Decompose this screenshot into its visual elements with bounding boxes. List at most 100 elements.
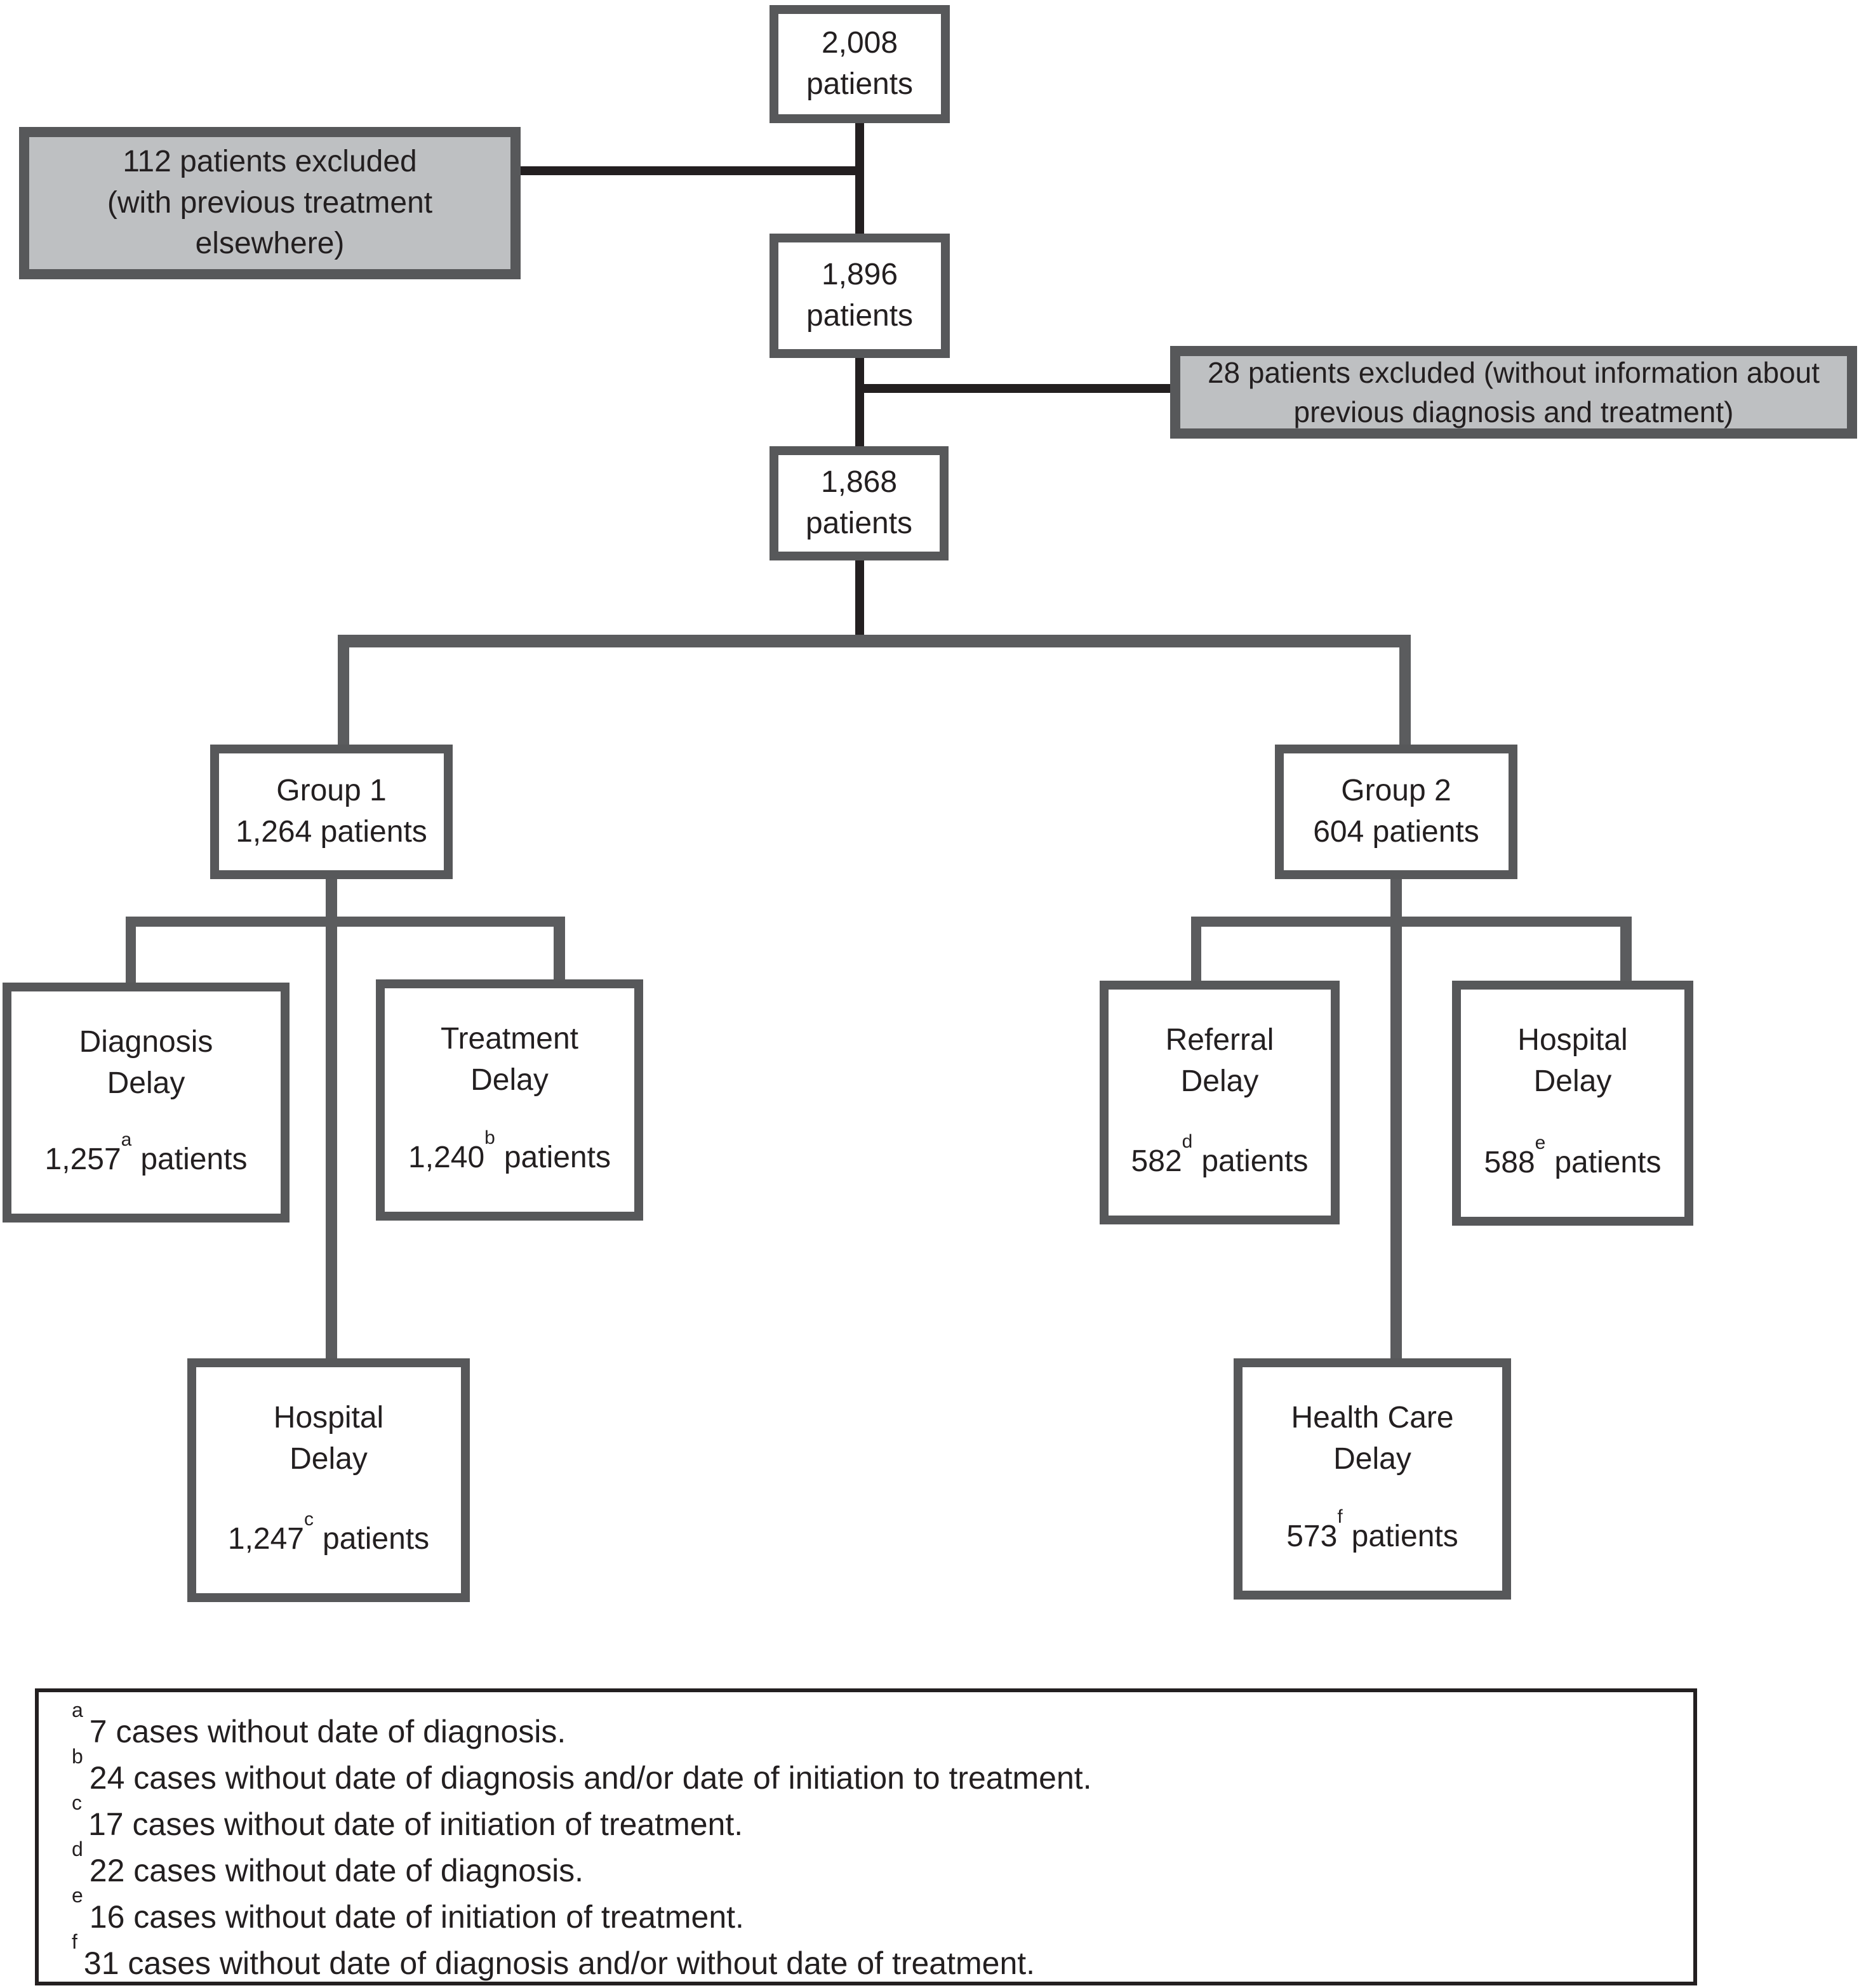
footnote-ref: b (484, 1127, 495, 1149)
box-line: Delay (290, 1441, 368, 1476)
box-total-patients: 2,008 patients (770, 5, 950, 123)
box-excluded-no-information: 28 patients excluded (without informatio… (1170, 346, 1857, 439)
box-line: 112 patients excluded (123, 144, 417, 178)
connector-excluded-right (860, 384, 1172, 393)
patient-count: 573f patients (1286, 1508, 1458, 1558)
count-value: 588 (1484, 1146, 1535, 1180)
patient-count: 1,257a patients (44, 1130, 248, 1181)
box-1868-patients: 1,868 patients (770, 446, 949, 560)
box-line: 1,264 patients (236, 815, 427, 849)
connector-excluded-left (519, 166, 862, 175)
connector-to-hospital-delay-group2 (1620, 917, 1632, 986)
box-title: Diagnosis Delay (79, 1022, 213, 1104)
box-hospital-delay-group1: Hospital Delay 1,247c patients (187, 1358, 470, 1602)
box-line: Delay (107, 1066, 185, 1100)
box-line: Delay (470, 1063, 549, 1097)
connector-1868-to-split (855, 557, 864, 645)
patient-count: 1,240b patients (408, 1129, 611, 1179)
connector-split-to-group2 (1399, 635, 1411, 748)
connector-main-split-bar (338, 635, 1411, 647)
count-value: 582 (1131, 1144, 1182, 1179)
connector-group1-branch-bar (126, 917, 565, 927)
count-suffix: patients (503, 1141, 611, 1175)
box-line: previous diagnosis and treatment) (1293, 395, 1734, 428)
count-value: 1,247 (227, 1522, 304, 1556)
count-suffix: patients (140, 1143, 248, 1177)
footnote-f: f31 cases without date of diagnosis and/… (72, 1932, 1693, 1987)
connector-group1-to-hospital-delay (326, 877, 337, 1367)
connector-1896-to-1868 (855, 354, 864, 449)
footnote-ref: a (72, 1699, 83, 1722)
count-value: 573 (1286, 1520, 1338, 1554)
footnote-text: 31 cases without date of diagnosis and/o… (83, 1945, 1036, 1981)
box-line: elsewhere) (195, 227, 345, 261)
box-line: Referral (1165, 1023, 1274, 1057)
patient-count: 1,247c patients (227, 1510, 430, 1560)
box-referral-delay: Referral Delay 582d patients (1100, 981, 1340, 1224)
footnote-ref: c (304, 1509, 314, 1530)
box-title: Hospital Delay (1517, 1020, 1627, 1103)
footnote-ref: e (1535, 1132, 1546, 1154)
box-line: 1,896 (821, 258, 898, 292)
box-line: Delay (1533, 1064, 1612, 1098)
count-value: 1,240 (408, 1141, 485, 1175)
footnote-ref: e (72, 1884, 83, 1907)
footnote-text: 24 cases without date of diagnosis and/o… (89, 1760, 1092, 1796)
count-suffix: patients (1201, 1144, 1309, 1179)
box-title: Referral Delay (1166, 1020, 1274, 1103)
footnotes-box: a 7 cases without date of diagnosis. b 24 … (35, 1688, 1697, 1985)
box-excluded-previous-treatment: 112 patients excluded (with previous tre… (19, 127, 521, 279)
patient-count: 582d patients (1131, 1132, 1309, 1183)
box-line: Diagnosis (79, 1025, 213, 1059)
connector-group2-to-health-care-delay (1390, 877, 1402, 1361)
footnote-ref: d (1182, 1131, 1193, 1153)
box-title: Hospital Delay (274, 1398, 383, 1480)
count-suffix: patients (1554, 1146, 1662, 1180)
connector-split-to-group1 (338, 635, 349, 748)
footnote-e: e 16 cases without date of initiation of … (72, 1885, 1693, 1940)
footnote-d: d 22 cases without date of diagnosis. (72, 1839, 1693, 1894)
box-group1: Group 1 1,264 patients (210, 745, 453, 879)
footnote-b: b 24 cases without date of diagnosis and/… (72, 1746, 1693, 1801)
box-hospital-delay-group2: Hospital Delay 588e patients (1452, 981, 1693, 1226)
box-line: patients (806, 67, 914, 101)
footnote-a: a 7 cases without date of diagnosis. (72, 1700, 1693, 1755)
box-line: Health Care (1291, 1401, 1454, 1435)
footnote-text: 22 cases without date of diagnosis. (89, 1853, 584, 1888)
box-1896-patients: 1,896 patients (770, 234, 950, 358)
box-group2: Group 2 604 patients (1275, 745, 1517, 879)
count-suffix: patients (1351, 1520, 1458, 1554)
count-suffix: patients (323, 1522, 430, 1556)
footnote-c: c17 cases without date of initiation of … (72, 1793, 1693, 1848)
footnote-text: 7 cases without date of diagnosis. (89, 1714, 566, 1749)
footnote-ref: d (72, 1838, 83, 1861)
box-health-care-delay: Health Care Delay 573f patients (1234, 1358, 1511, 1600)
connector-root-to-1896 (855, 121, 864, 238)
box-title: Treatment Delay (441, 1019, 578, 1101)
connector-to-diagnosis-delay (126, 917, 136, 988)
footnote-ref: f (1337, 1506, 1343, 1528)
box-line: 28 patients excluded (without informatio… (1207, 355, 1820, 389)
box-diagnosis-delay: Diagnosis Delay 1,257a patients (3, 983, 290, 1223)
footnote-text: 17 cases without date of initiation of t… (88, 1806, 743, 1842)
count-value: 1,257 (44, 1143, 121, 1177)
box-line: patients (805, 507, 913, 540)
box-title: Health Care Delay (1291, 1398, 1453, 1480)
box-line: Treatment (441, 1022, 578, 1056)
footnote-text: 16 cases without date of initiation of t… (89, 1899, 744, 1935)
box-line: 1,868 (820, 465, 898, 500)
patient-count: 588e patients (1484, 1134, 1662, 1184)
box-line: 2,008 (821, 26, 898, 60)
box-line: Delay (1333, 1441, 1411, 1476)
footnote-ref: a (121, 1129, 132, 1151)
box-line: Group 1 (276, 774, 387, 808)
connector-group2-branch-bar (1191, 917, 1632, 927)
connector-to-referral-delay (1191, 917, 1201, 986)
box-treatment-delay: Treatment Delay 1,240b patients (376, 979, 643, 1221)
box-line: (with previous treatment (107, 185, 433, 220)
box-line: 604 patients (1313, 815, 1479, 849)
box-line: Group 2 (1341, 774, 1451, 808)
footnote-ref: c (72, 1791, 82, 1815)
footnote-ref: b (72, 1745, 83, 1768)
